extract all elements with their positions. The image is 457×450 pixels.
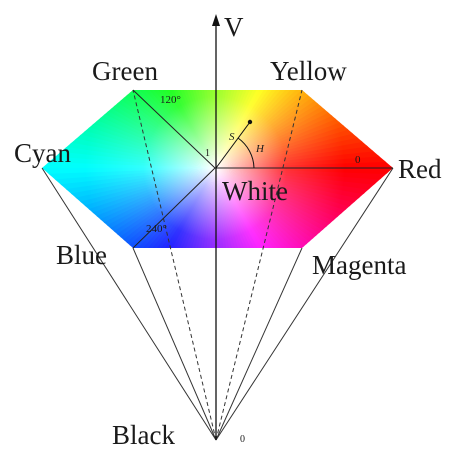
black-label: Black — [112, 420, 175, 450]
angle-240-label: 240° — [146, 223, 167, 235]
white-label: White — [222, 176, 288, 206]
hex-internal-lines — [132, 89, 393, 249]
magenta-label: Magenta — [312, 250, 406, 280]
value-zero-label: 0 — [240, 434, 245, 445]
cyan-label: Cyan — [14, 138, 71, 168]
v-axis-label: V — [224, 12, 244, 42]
value-one-label: 1 — [205, 148, 210, 159]
red-label: Red — [398, 154, 442, 184]
saturation-label: S — [229, 131, 235, 143]
blue-label: Blue — [56, 240, 107, 270]
hue-label: H — [255, 143, 265, 155]
green-label: Green — [92, 56, 158, 86]
cone-edges — [41, 89, 394, 441]
yellow-label: Yellow — [270, 56, 347, 86]
angle-0-label: 0 — [355, 154, 361, 166]
v-axis — [212, 14, 220, 440]
angle-120-label: 120° — [160, 94, 181, 106]
saturation-hue-indicator — [215, 119, 255, 169]
